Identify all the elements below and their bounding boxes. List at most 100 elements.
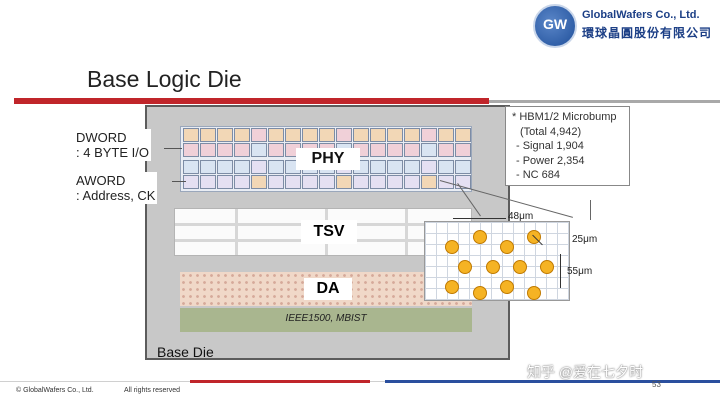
- phy-cell: [200, 143, 216, 157]
- phy-cell: [353, 128, 369, 142]
- base-die-label: Base Die: [157, 344, 214, 360]
- phy-cell: [387, 128, 403, 142]
- microbump: [473, 230, 487, 244]
- aword-desc: : Address, CK: [76, 188, 156, 203]
- microbump-total: (Total 4,942): [520, 125, 582, 138]
- title-underline-red: [14, 98, 489, 104]
- phy-cell: [285, 175, 301, 189]
- microbump-nc: - NC 684: [516, 169, 561, 181]
- phy-cell: [200, 128, 216, 142]
- company-name-zh: 環球晶圓股份有限公司: [582, 26, 713, 40]
- ieee-block: [180, 308, 472, 332]
- phy-cell: [251, 160, 267, 174]
- watermark: 知乎 @爱在七夕时: [527, 364, 644, 380]
- phy-cell: [370, 160, 386, 174]
- phy-cell: [200, 175, 216, 189]
- phy-cell: [455, 160, 471, 174]
- phy-cell: [455, 128, 471, 142]
- pitch-x-label: 48μm: [508, 211, 534, 222]
- title-underline-gray: [489, 100, 720, 103]
- microbump: [500, 240, 514, 254]
- phy-cell: [319, 128, 335, 142]
- microbump-power: - Power 2,354: [516, 154, 585, 167]
- phy-cell: [370, 143, 386, 157]
- phy-cell: [234, 143, 250, 157]
- company-name-en: GlobalWafers Co., Ltd.: [582, 9, 700, 21]
- logo-text: GW: [542, 16, 568, 32]
- phy-cell: [200, 160, 216, 174]
- dword-leader: [164, 148, 182, 149]
- microbump: [458, 260, 472, 274]
- tsv-stripe: [235, 209, 238, 255]
- pitch-y-label: 55μm: [567, 266, 593, 277]
- pitch-x-dimension: [453, 218, 506, 219]
- phy-cell: [438, 143, 454, 157]
- phy-cell: [234, 175, 250, 189]
- footer-bar-blue: [385, 380, 720, 383]
- phy-cell: [421, 128, 437, 142]
- da-label: DA: [304, 278, 352, 300]
- phy-cell: [319, 175, 335, 189]
- phy-cell: [268, 175, 284, 189]
- phy-cell: [302, 175, 318, 189]
- phy-cell: [234, 160, 250, 174]
- phy-cell: [421, 175, 437, 189]
- phy-cell: [404, 175, 420, 189]
- phy-cell: [438, 128, 454, 142]
- page-number: 53: [652, 380, 661, 389]
- aword-label: AWORD : Address, CK: [74, 172, 158, 204]
- phy-label: PHY: [296, 148, 360, 170]
- footer-rights: All rights reserved: [124, 387, 181, 394]
- phy-cell: [217, 175, 233, 189]
- footer-copyright: © GlobalWafers Co., Ltd.: [16, 387, 94, 394]
- microbump-info-box: [505, 106, 630, 186]
- phy-cell: [387, 160, 403, 174]
- phy-cell: [217, 128, 233, 142]
- microbump-info: * HBM1/2 Microbump (Total 4,942) - Signa…: [512, 110, 617, 183]
- phy-cell: [370, 128, 386, 142]
- aword-title: AWORD: [76, 173, 126, 188]
- aword-leader: [172, 181, 186, 182]
- microbump: [527, 286, 541, 300]
- phy-cell: [251, 128, 267, 142]
- page-title: Base Logic Die: [87, 66, 242, 92]
- phy-cell: [251, 175, 267, 189]
- microbump: [445, 240, 459, 254]
- microbump: [486, 260, 500, 274]
- phy-cell: [404, 128, 420, 142]
- phy-cell: [336, 128, 352, 142]
- microbump: [500, 280, 514, 294]
- phy-cell: [387, 143, 403, 157]
- tsv-label: TSV: [301, 220, 357, 244]
- phy-cell: [353, 175, 369, 189]
- microbump-title: * HBM1/2 Microbump: [512, 111, 617, 123]
- company-logo: GW: [533, 4, 577, 48]
- phy-cell: [183, 175, 199, 189]
- pitch-d-label: 25μm: [572, 234, 598, 245]
- zoom-connector: [590, 200, 591, 220]
- phy-cell: [285, 128, 301, 142]
- phy-cell: [336, 175, 352, 189]
- phy-cell: [421, 160, 437, 174]
- phy-cell: [370, 175, 386, 189]
- phy-cell: [183, 160, 199, 174]
- phy-cell: [234, 128, 250, 142]
- footer-bar-red: [190, 380, 370, 383]
- dword-desc: : 4 BYTE I/O: [76, 145, 149, 160]
- phy-cell: [268, 128, 284, 142]
- pitch-y-dimension: [560, 254, 561, 288]
- microbump-signal: - Signal 1,904: [516, 140, 584, 152]
- phy-cell: [455, 143, 471, 157]
- tsv-stripe: [405, 209, 408, 255]
- phy-cell: [183, 128, 199, 142]
- phy-cell: [268, 160, 284, 174]
- phy-cell: [217, 143, 233, 157]
- microbump: [473, 286, 487, 300]
- microbump: [513, 260, 527, 274]
- phy-cell: [404, 143, 420, 157]
- phy-cell: [251, 143, 267, 157]
- microbump: [445, 280, 459, 294]
- phy-cell: [387, 175, 403, 189]
- ieee-label: IEEE1500, MBIST: [285, 313, 367, 324]
- dword-label: DWORD : 4 BYTE I/O: [74, 129, 151, 161]
